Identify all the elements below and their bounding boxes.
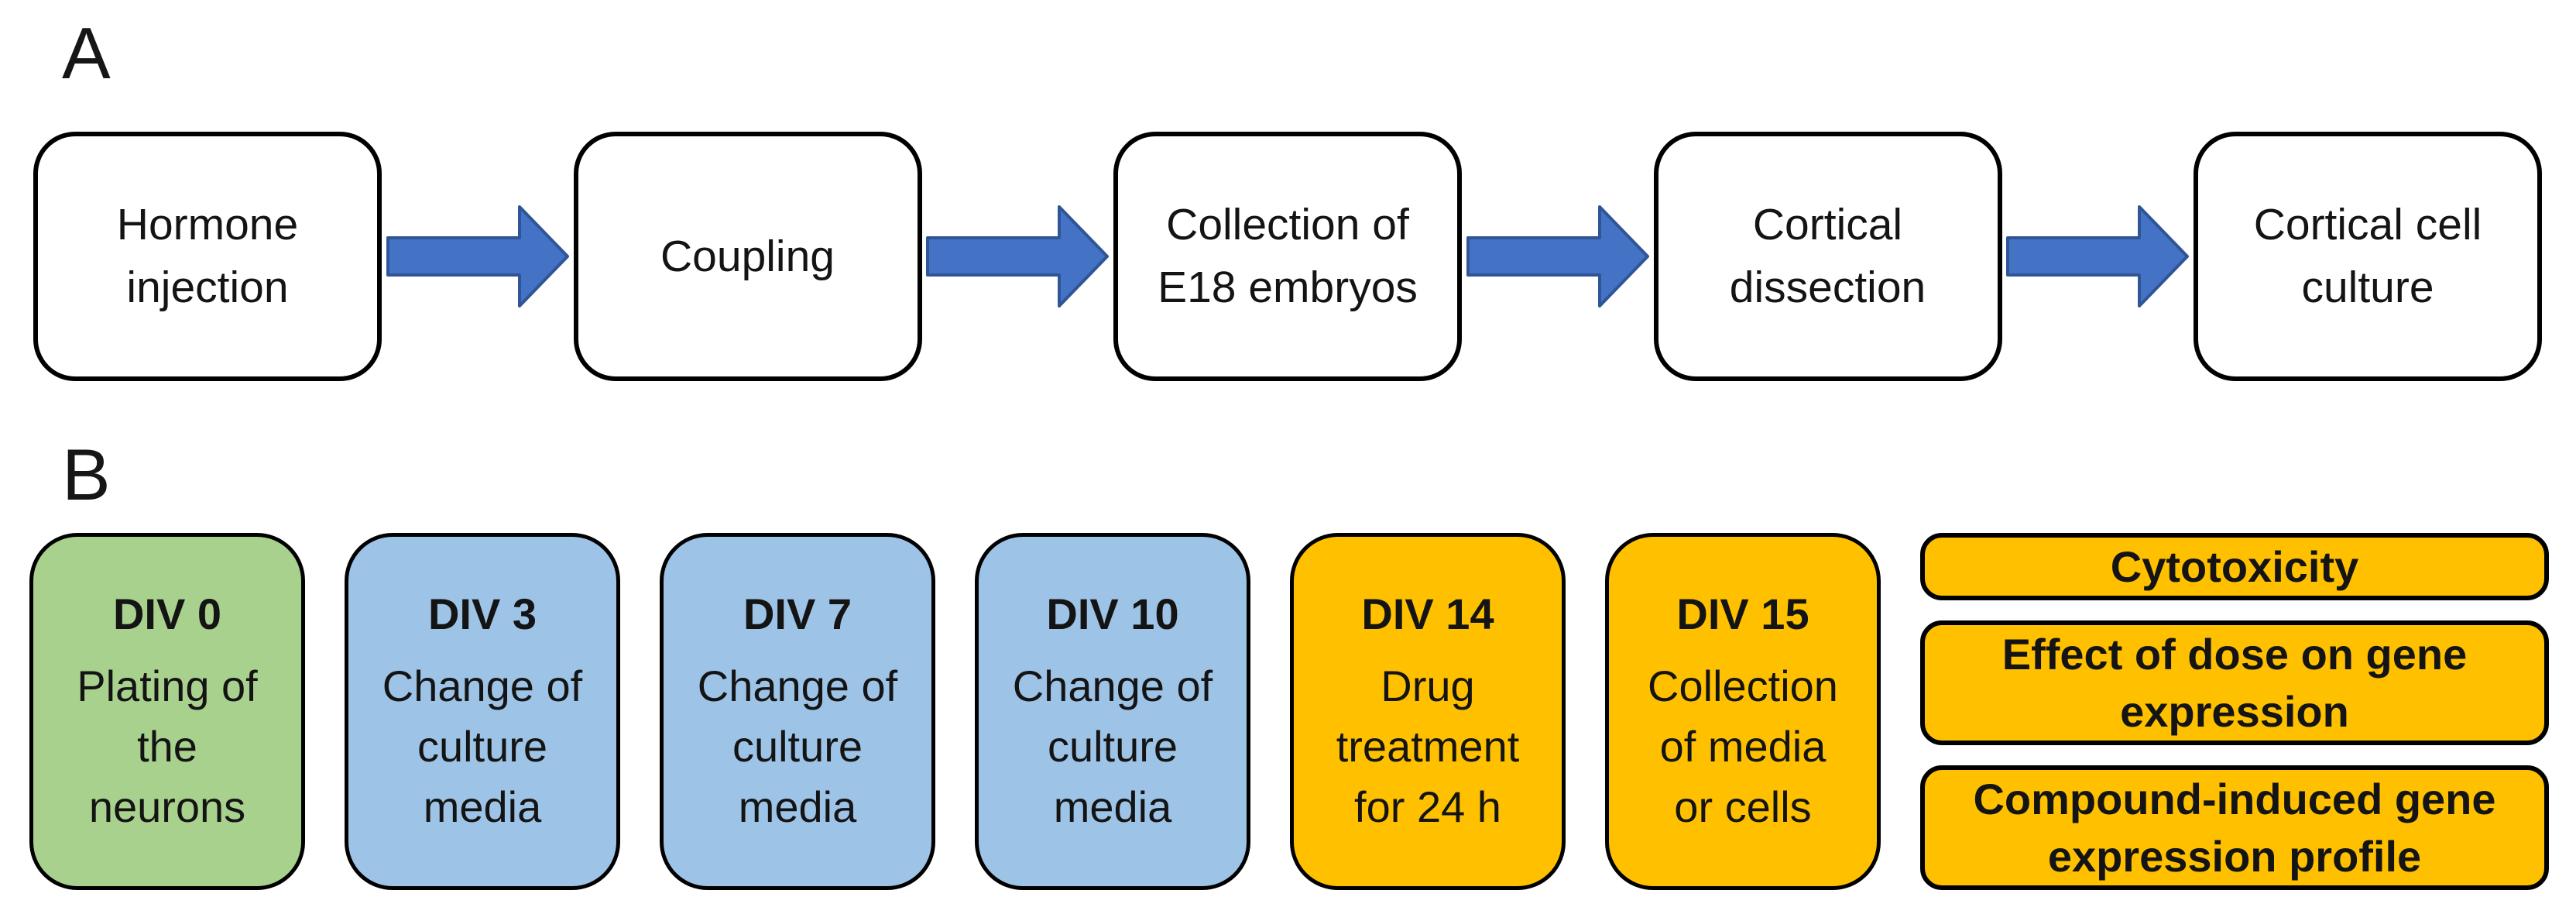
outcome-bar-cytotoxicity: Cytotoxicity: [1920, 533, 2549, 601]
timeline-description: Change of culture media: [697, 661, 898, 832]
timeline-day-label: DIV 15: [1676, 589, 1809, 639]
flow-step-label: Coupling: [660, 231, 835, 281]
timeline-day-label: DIV 7: [743, 589, 852, 639]
flow-step-coupling: Coupling: [573, 132, 922, 381]
panel-b-label: B: [62, 434, 111, 515]
flow-arrow-icon: [2002, 202, 2194, 311]
timeline-box-div14: DIV 14 Drug treatment for 24 h: [1290, 533, 1566, 890]
flow-step-collection-e18-embryos: Collection of E18 embryos: [1113, 132, 1462, 381]
flow-arrow-icon: [1462, 202, 1654, 311]
timeline-description: Plating of the neurons: [77, 661, 258, 832]
panel-b-timeline-row: DIV 0 Plating of the neurons DIV 3 Chang…: [29, 533, 2549, 890]
flow-step-label: Hormone injection: [116, 200, 299, 312]
timeline-description: Drug treatment for 24 h: [1336, 661, 1520, 832]
panel-a-label: A: [62, 12, 111, 94]
outcome-label: Cytotoxicity: [2110, 541, 2359, 591]
outcome-stack: Cytotoxicity Effect of dose on gene expr…: [1920, 533, 2549, 890]
timeline-box-div10: DIV 10 Change of culture media: [975, 533, 1250, 890]
flow-arrow-icon: [922, 202, 1114, 311]
timeline-day-label: DIV 0: [112, 589, 222, 639]
timeline-box-div3: DIV 3 Change of culture media: [345, 533, 620, 890]
outcome-label: Effect of dose on gene expression: [2001, 629, 2468, 736]
outcome-bar-expression-profile: Compound-induced gene expression profile: [1920, 765, 2549, 890]
flow-step-cortical-cell-culture: Cortical cell culture: [2194, 132, 2542, 381]
timeline-day-label: DIV 3: [427, 589, 537, 639]
flow-step-label: Cortical dissection: [1729, 200, 1926, 312]
outcome-label: Compound-induced gene expression profile: [1973, 774, 2496, 881]
flow-step-hormone-injection: Hormone injection: [33, 132, 382, 381]
timeline-description: Collection of media or cells: [1648, 661, 1838, 832]
timeline-box-div7: DIV 7 Change of culture media: [660, 533, 935, 890]
panel-a-flow-row: Hormone injection Coupling Collection of…: [33, 132, 2542, 381]
timeline-description: Change of culture media: [382, 661, 583, 832]
timeline-box-div0: DIV 0 Plating of the neurons: [29, 533, 305, 890]
timeline-day-label: DIV 14: [1361, 589, 1494, 639]
outcome-bar-dose-effect: Effect of dose on gene expression: [1920, 620, 2549, 746]
flow-arrow-icon: [382, 202, 574, 311]
flow-step-label: Cortical cell culture: [2253, 200, 2482, 312]
timeline-box-div15: DIV 15 Collection of media or cells: [1605, 533, 1881, 890]
timeline-day-label: DIV 10: [1046, 589, 1179, 639]
timeline-description: Change of culture media: [1012, 661, 1213, 832]
flow-step-cortical-dissection: Cortical dissection: [1653, 132, 2002, 381]
flow-step-label: Collection of E18 embryos: [1158, 200, 1418, 312]
